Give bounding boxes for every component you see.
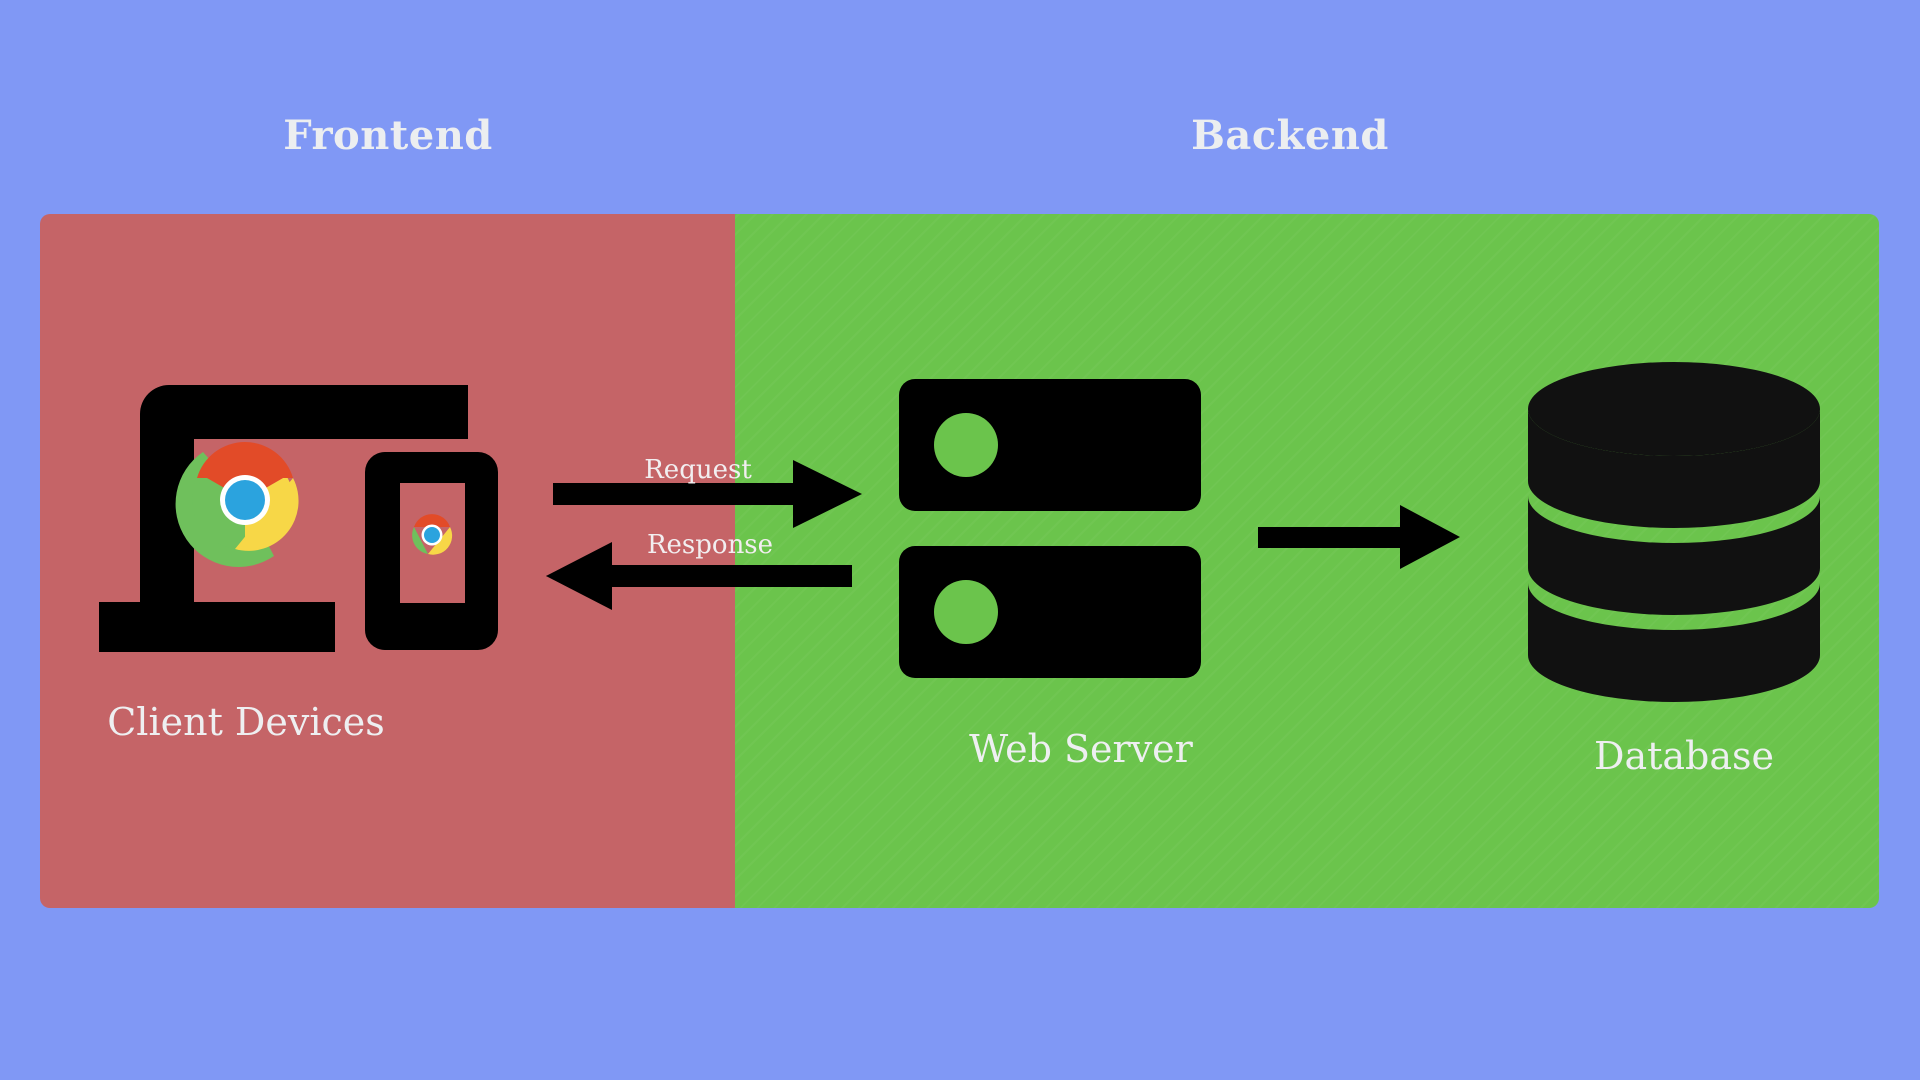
node-label-database: Database: [1593, 734, 1775, 778]
chrome-logo-icon-laptop: [175, 442, 299, 567]
section-heading-backend: Backend: [1191, 112, 1389, 159]
edge-label-request: Request: [644, 455, 752, 485]
arrow-response: [546, 542, 852, 610]
arrow-server-to-database: [1258, 505, 1460, 569]
server-rack-icon: [899, 379, 1201, 678]
node-label-web-server: Web Server: [969, 727, 1193, 771]
laptop-icon: [99, 385, 468, 652]
database-cylinder-icon: [1528, 362, 1820, 702]
node-label-client-devices: Client Devices: [107, 700, 385, 744]
chrome-logo-icon-phone: [412, 514, 453, 555]
smartphone-icon: [365, 452, 498, 650]
arrow-request: [553, 460, 862, 528]
section-heading-frontend: Frontend: [283, 112, 493, 159]
edge-label-response: Response: [646, 530, 774, 560]
